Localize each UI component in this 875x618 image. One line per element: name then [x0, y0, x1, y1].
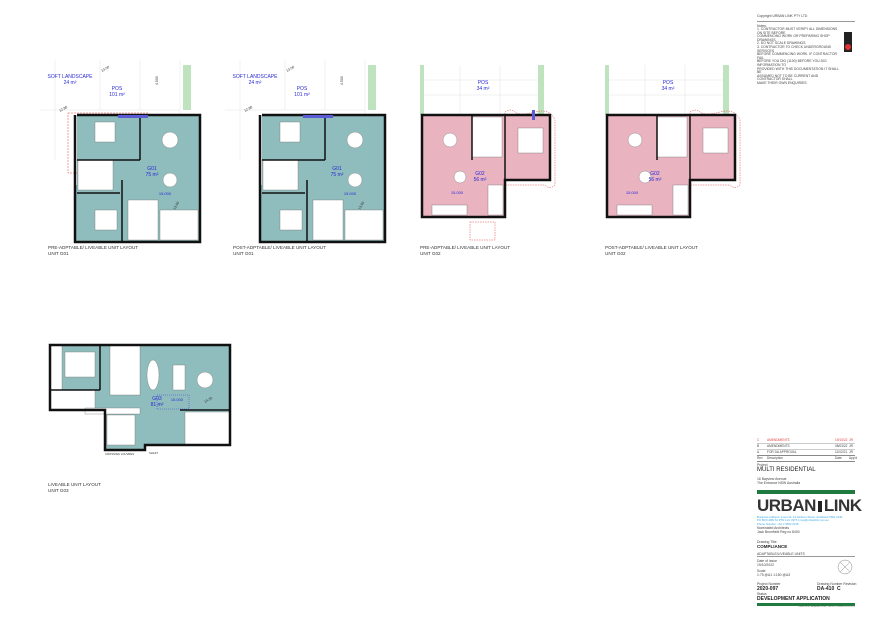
pos-label: POS: [297, 86, 308, 92]
floor-plan-g03: G03 81 m² 15.000 14.20 CROSSING LOUVRES S…: [48, 343, 232, 456]
floor-plan-g02-pre: POS 34 m² G02 56 m² 15.000: [420, 65, 556, 241]
logo-mark: [817, 500, 822, 512]
dial-before-you-dig-logo: [844, 32, 852, 52]
unit-number: G03: [152, 396, 162, 402]
firm-details: Business Address: Level 12, 14 Hickson S…: [757, 515, 843, 519]
pos-label: POS: [663, 80, 674, 86]
floor-plan-g01-pre: SOFT LANDSCAPE 24 m² POS 101 m² G01 75 m…: [40, 60, 202, 244]
dimension-label: 4.500: [155, 76, 159, 85]
note-line: 2. DO NOT SCALE DRAWINGS.: [757, 41, 807, 46]
dimension-label: 4.500: [340, 76, 344, 85]
dimension-label: 15.000: [344, 191, 357, 196]
unit-area: 56 m²: [474, 177, 487, 183]
drawing-subtitle: ADAPTABLE/LIVEABLE UNITS: [757, 552, 855, 557]
note-line: COMMENCING WORK OR PREPARING SHOP DRAWIN…: [757, 34, 830, 42]
unit-area: 81 m²: [151, 402, 164, 408]
green-bar: [757, 490, 855, 494]
note-line: BEFORE YOU DIG (1100) BEFORE YOU DIG INF…: [757, 59, 827, 67]
project-number: 2020-097: [757, 585, 779, 592]
green-bar: [757, 602, 855, 606]
project-label: Project: [757, 463, 768, 467]
dimension-label: 15.000: [626, 190, 639, 195]
notes-list: 1. CONTRACTOR MUST VERIFY ALL DIMENSIONS…: [757, 27, 842, 86]
north-arrow-icon: [837, 559, 853, 575]
note-line: MAKE THEIR OWN ENQUIRIES.: [757, 80, 808, 85]
firm-details: PO BOX ABN 61 PTR LLC 3376 | nsw@urbanli…: [757, 518, 829, 523]
pos-area: 101 m²: [294, 92, 310, 98]
dimension-label: 13.00: [101, 65, 111, 73]
pos-label: POS: [112, 86, 123, 92]
dimension-label: 15.000: [159, 191, 172, 196]
dimension-label: 15.000: [171, 397, 184, 402]
scale-value: 1:75 @A1 1:150 @A3: [757, 572, 791, 577]
unit-area: 56 m²: [649, 177, 662, 183]
date-label: Date of Issue: [757, 558, 777, 563]
pos-area: 34 m²: [662, 86, 675, 92]
status-label: Status: [757, 591, 767, 596]
dimension-label: 14.20: [204, 396, 214, 404]
address-line: 16 Bayview Avenue: [757, 477, 787, 481]
project-name: MULTI RESIDENTIAL: [757, 467, 816, 473]
louvres-label: CROSSING LOUVRES: [105, 452, 134, 456]
unit-number: G02: [650, 171, 660, 177]
drawing-title: COMPLIANCE: [757, 543, 788, 549]
address-line: The Entrance NSW Australia: [757, 481, 801, 485]
soft-landscape-area: 24 m²: [249, 80, 262, 86]
unit-number: G02: [475, 171, 485, 177]
note-line: 1. CONTRACTOR MUST VERIFY ALL DIMENSIONS…: [757, 27, 838, 35]
revision-letter: C: [837, 585, 841, 592]
dimension-label: 12.88: [244, 105, 254, 113]
note-line: ASSUMED NOT TO BE CURRENT AND CONTRACTOR…: [757, 73, 819, 82]
dimension-label: 15.000: [451, 190, 464, 195]
unit-number: G01: [332, 166, 342, 172]
drawing-number: DA-410: [817, 585, 835, 592]
soft-landscape-label: SOFT LANDSCAPE: [48, 74, 94, 80]
floor-plan-g02-post: POS 34 m² G02 56 m² 15.000: [605, 65, 741, 219]
project-number-label: Project Number: [757, 581, 781, 586]
copyright-text: Copyright URBAN LINK PTY LTD: [757, 14, 808, 18]
dimension-label: 12.88: [59, 105, 69, 113]
pos-area: 101 m²: [109, 92, 125, 98]
footer-text: Urban Link | Adaptable Units | DA-410 | …: [798, 605, 855, 608]
pos-label: POS: [478, 80, 489, 86]
scale-label: Scale: [757, 568, 766, 573]
note-line: 3. CONTRACTOR TO CHECK UNDERGROUND SERVI…: [757, 44, 832, 53]
floor-plan-g01-post: SOFT LANDSCAPE 24 m² POS 101 m² G01 75 m…: [225, 60, 387, 244]
firm-details: Phone Number: +61 2 9552 2018: [757, 521, 799, 526]
unit-number: G01: [147, 166, 157, 172]
notes-heading: Notes:: [757, 24, 767, 28]
nominated-architects: Jack Brumfield Reg no 8400: [757, 529, 800, 534]
unit-area: 75 m²: [331, 172, 344, 178]
date-of-issue: 19/10/2022: [757, 562, 774, 567]
dimension-label: 13.69: [172, 201, 180, 211]
unit-area: 75 m²: [146, 172, 159, 178]
dimension-label: 13.00: [286, 65, 296, 73]
soft-landscape-label: SOFT LANDSCAPE: [233, 74, 279, 80]
pos-area: 34 m²: [477, 86, 490, 92]
drawing-title-label: Drawing Title: [757, 539, 777, 544]
nominated-architects: Nominated Architects: [757, 525, 790, 530]
drawing-number-label: Drawing Number Revision: [817, 581, 857, 586]
note-line: BEFORE COMMENCING WORK. IF CONTRACTOR FA…: [757, 52, 837, 60]
shaft-label: SHAFT: [149, 451, 158, 455]
soft-landscape-area: 24 m²: [64, 80, 77, 86]
status-value: DEVELOPMENT APPLICATION: [757, 595, 830, 602]
dimension-label: 13.69: [357, 201, 365, 211]
note-line: PROVIDED WITH THIS DOCUMENTATION IT SHAL…: [757, 66, 839, 75]
urban-link-logo: URBAN LINK: [757, 496, 862, 515]
